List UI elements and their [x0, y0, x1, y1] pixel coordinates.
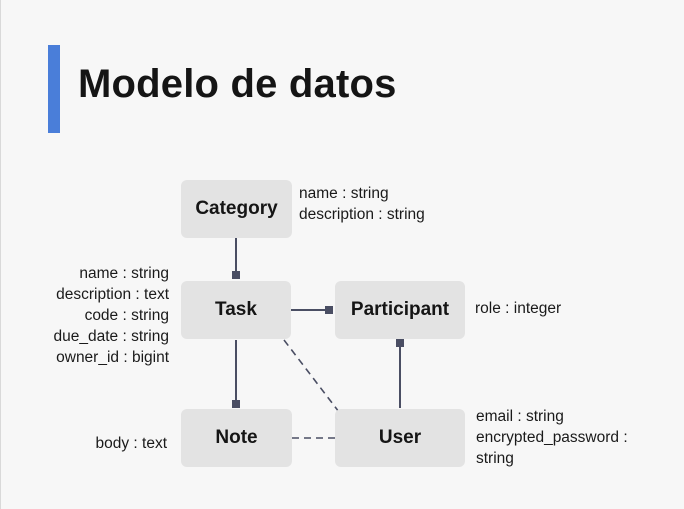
- connector-task-user-dashed: [283, 339, 340, 413]
- attribute-line: name : string: [299, 185, 389, 202]
- entity-note[interactable]: Note: [181, 409, 292, 467]
- category-attributes: name : string description : string: [299, 183, 425, 225]
- attribute-line: encrypted_password :: [476, 429, 628, 446]
- attribute-line: due_date : string: [53, 328, 169, 345]
- participant-attributes: role : integer: [475, 298, 561, 319]
- attribute-line: description : string: [299, 206, 425, 223]
- attribute-line: name : string: [79, 265, 169, 282]
- user-attributes: email : string encrypted_password : stri…: [476, 406, 628, 469]
- entity-participant[interactable]: Participant: [335, 281, 465, 339]
- task-attributes: name : string description : text code : …: [54, 263, 169, 368]
- connector-end-marker: [232, 271, 240, 279]
- attribute-line: body : text: [95, 435, 167, 452]
- attribute-line: description : text: [56, 286, 169, 303]
- entity-category[interactable]: Category: [181, 180, 292, 238]
- entity-user[interactable]: User: [335, 409, 465, 467]
- connector-end-marker: [232, 400, 240, 408]
- attribute-line: code : string: [84, 307, 169, 324]
- connector-end-marker: [396, 339, 404, 347]
- attribute-line: email : string: [476, 408, 564, 425]
- attribute-line: role : integer: [475, 300, 562, 317]
- slide-title: Modelo de datos: [78, 62, 397, 106]
- note-attributes: body : text: [95, 433, 167, 454]
- accent-bar: [48, 45, 60, 133]
- attribute-line: string: [476, 450, 514, 467]
- attribute-line: owner_id : bigint: [56, 349, 169, 366]
- connector-end-marker: [325, 306, 333, 314]
- entity-task[interactable]: Task: [181, 281, 291, 339]
